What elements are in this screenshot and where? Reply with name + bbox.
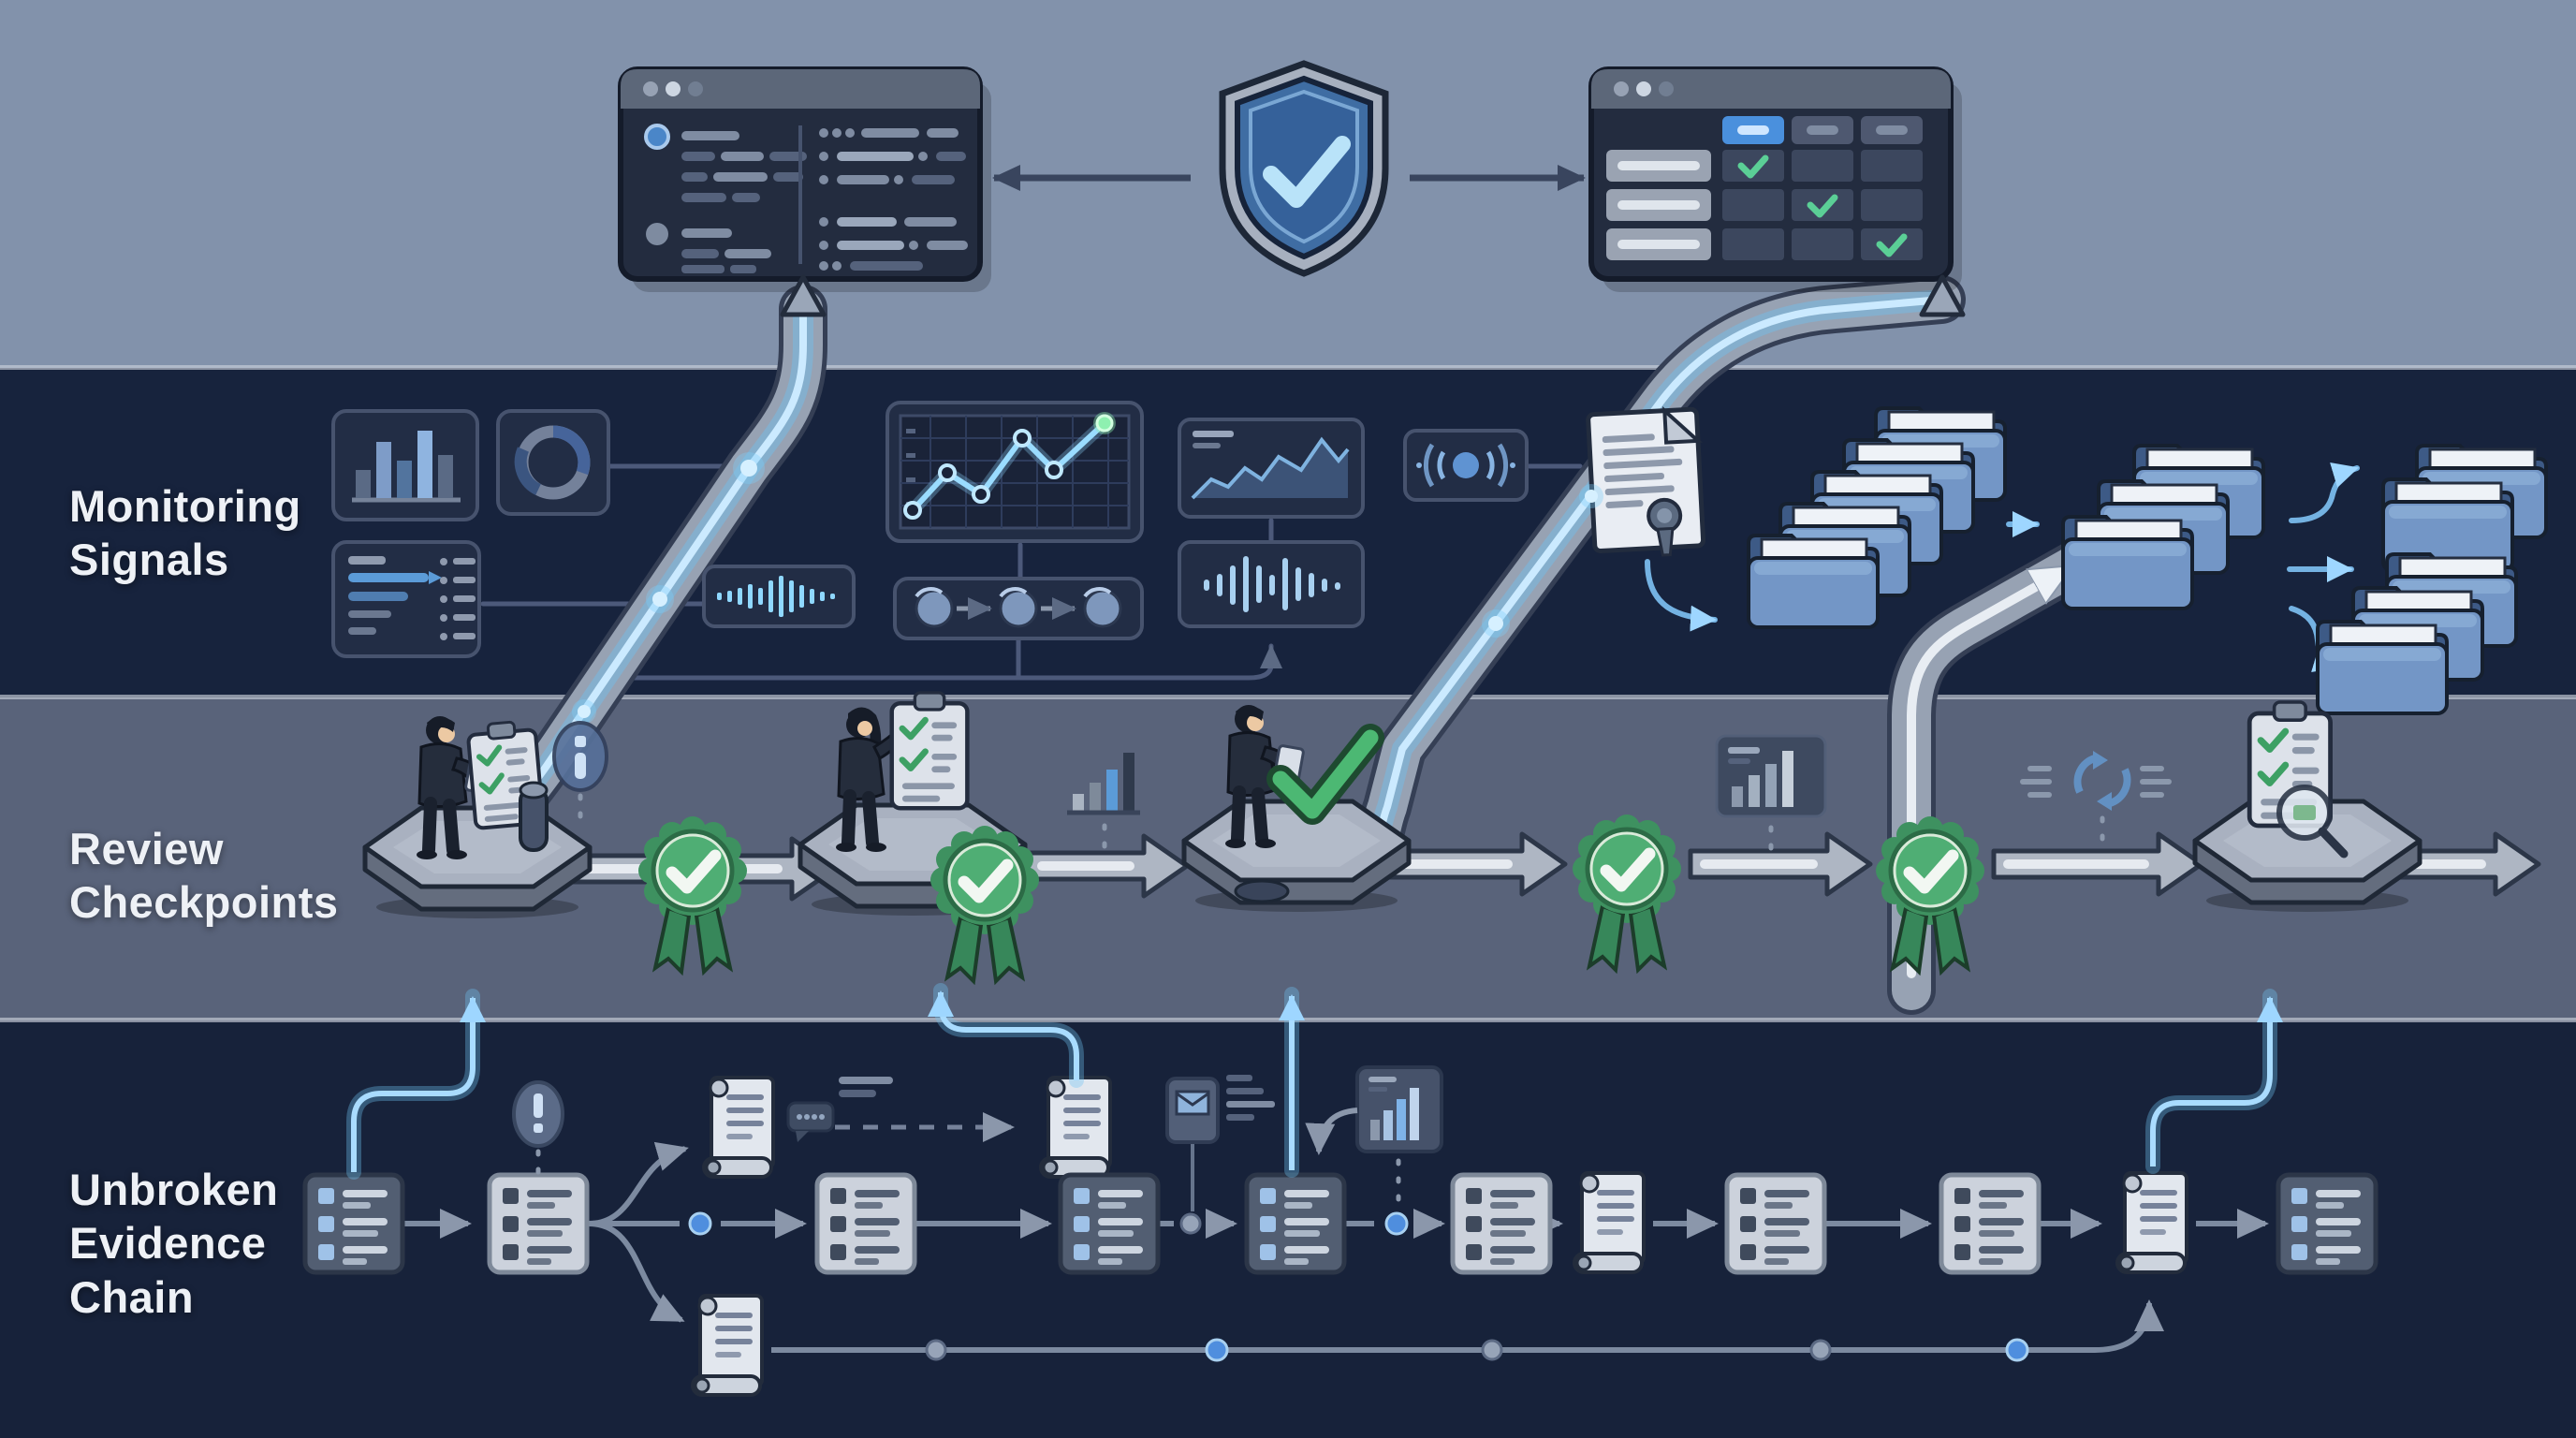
metric-list-widget bbox=[331, 540, 481, 658]
evidence-scroll-top bbox=[702, 1076, 775, 1179]
folder-stack-secondary bbox=[2061, 444, 2265, 610]
evidence-card-8 bbox=[1941, 1175, 2039, 1272]
evidence-card-4 bbox=[1061, 1175, 1158, 1272]
evidence-card-5 bbox=[1247, 1175, 1344, 1272]
pipe-up-arrowhead bbox=[1919, 274, 1966, 317]
approval-check-icon bbox=[1266, 724, 1384, 825]
pipe-up-arrowhead bbox=[780, 274, 827, 317]
area-chart-widget bbox=[1178, 418, 1365, 519]
log-bull­et-gray bbox=[646, 223, 668, 245]
matrix-window bbox=[1588, 66, 1962, 292]
folder-stack-main bbox=[1747, 406, 2007, 629]
evidence-scroll-3 bbox=[1573, 1171, 1646, 1274]
monitoring-signals-label: Monitoring Signals bbox=[69, 481, 301, 585]
mini-bar-chart-icon bbox=[1067, 753, 1140, 855]
audio-waveform-widget bbox=[702, 565, 856, 628]
evidence-card-1 bbox=[305, 1175, 402, 1272]
evidence-chain-label: Unbroken Evidence Chain bbox=[69, 1165, 279, 1322]
magnifier-icon bbox=[2276, 785, 2349, 858]
bar-chart-panel-icon bbox=[1715, 734, 1827, 860]
log-lines-left bbox=[681, 131, 807, 202]
shield-check-icon bbox=[1219, 60, 1389, 277]
clipboard-checklist-icon bbox=[892, 693, 968, 808]
info-marker-icon bbox=[552, 721, 608, 823]
band-separator bbox=[0, 365, 2576, 370]
bar-chart-widget bbox=[331, 409, 479, 521]
evidence-card-9 bbox=[2278, 1175, 2376, 1272]
certificate-document bbox=[1586, 405, 1706, 557]
equalizer-waveform-widget bbox=[1178, 540, 1365, 628]
folder-stack-bottom-right bbox=[2316, 552, 2518, 715]
log-lines-left-2 bbox=[681, 228, 771, 273]
evidence-scroll-4 bbox=[2115, 1171, 2188, 1274]
donut-chart-widget bbox=[496, 409, 610, 516]
evidence-card-7 bbox=[1727, 1175, 1824, 1272]
window-dot bbox=[688, 81, 703, 96]
evidence-signal-connectors bbox=[346, 983, 2283, 1180]
band-separator bbox=[0, 695, 2576, 699]
evidence-scroll-bottom bbox=[691, 1294, 764, 1397]
chain-dot-blue bbox=[688, 1211, 712, 1236]
check-icon bbox=[1737, 154, 1769, 179]
broadcast-signal-widget bbox=[1403, 429, 1529, 502]
evidence-card-6 bbox=[1453, 1175, 1550, 1272]
review-checkpoints-label: Review Checkpoints bbox=[69, 824, 339, 928]
approval-badge-1 bbox=[638, 816, 747, 972]
log-window bbox=[618, 66, 991, 292]
chain-dot-gray bbox=[1179, 1212, 1202, 1235]
check-icon bbox=[1876, 233, 1908, 257]
approval-badge-3 bbox=[1573, 814, 1681, 970]
log-lines-right bbox=[819, 128, 968, 271]
window-dot bbox=[666, 81, 681, 96]
mail-icon bbox=[1165, 1075, 1275, 1211]
line-chart-widget bbox=[886, 401, 1144, 543]
evidence-scroll-signal bbox=[1039, 1076, 1112, 1179]
window-dot bbox=[643, 81, 658, 96]
check-icon bbox=[1807, 194, 1838, 218]
approval-badge-2 bbox=[930, 826, 1039, 981]
evidence-card-3 bbox=[817, 1175, 915, 1272]
certificate-to-folder-arrow bbox=[1645, 559, 1718, 632]
chain-dot-blue bbox=[1384, 1211, 1409, 1236]
folder-stack-top-right bbox=[2381, 444, 2548, 573]
evidence-lower-line bbox=[771, 1299, 2164, 1362]
evidence-card-2 bbox=[490, 1175, 587, 1272]
checkpoint-platform-3 bbox=[1184, 801, 1409, 912]
process-steps-widget bbox=[893, 577, 1144, 640]
matrix-cells bbox=[1722, 150, 1923, 260]
platform-button bbox=[1234, 879, 1290, 903]
alert-marker-icon bbox=[512, 1080, 564, 1175]
archive-pipe bbox=[1887, 537, 2104, 1015]
matrix-row-labels bbox=[1606, 150, 1711, 260]
microphone-icon bbox=[519, 781, 549, 852]
comment-icon bbox=[786, 1077, 893, 1142]
pipe-glow-dots bbox=[572, 452, 1603, 724]
log-bullet-blue bbox=[644, 124, 670, 150]
evidence-main-line bbox=[404, 1112, 2269, 1323]
sync-arrows-icon bbox=[2020, 751, 2172, 855]
mini-bar-panel-icon bbox=[1305, 1065, 1443, 1205]
